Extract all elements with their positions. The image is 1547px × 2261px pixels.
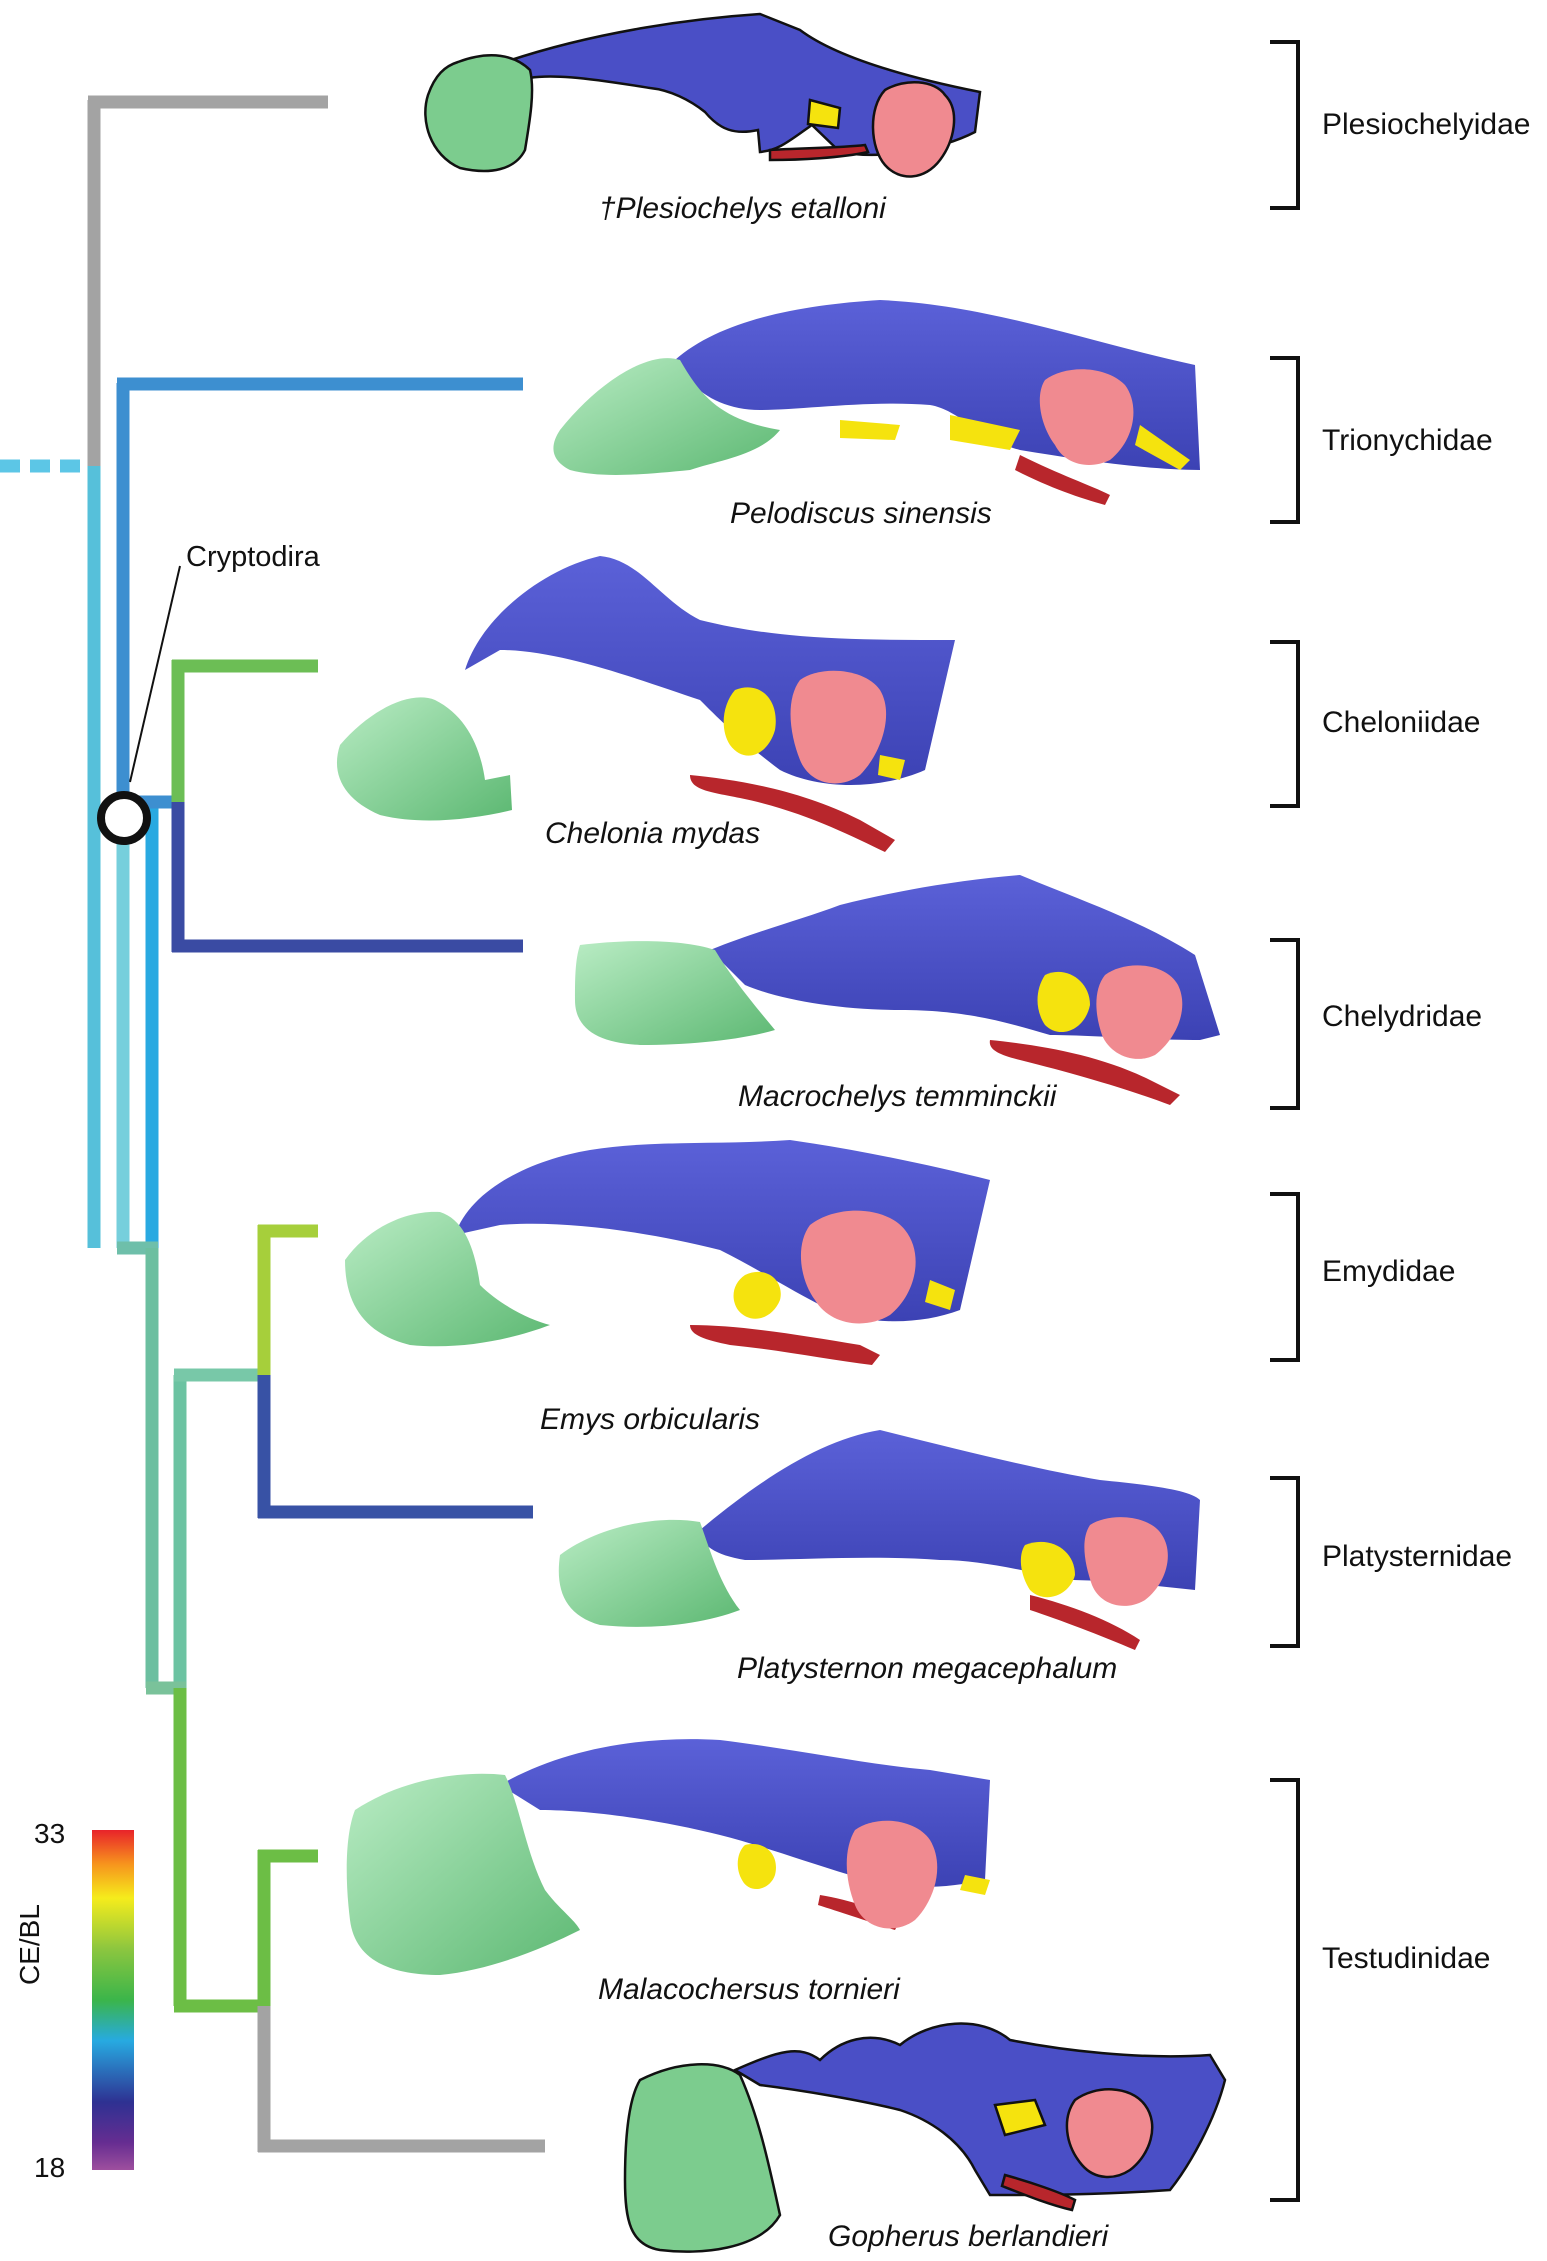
- inner-ear: [1084, 1517, 1168, 1606]
- family-label-platysternidae: Platysternidae: [1322, 1540, 1513, 1573]
- artery: [1030, 1595, 1140, 1650]
- nerve: [993, 2098, 1047, 2137]
- brain-endocast: [465, 556, 955, 785]
- artery: [989, 1040, 1180, 1105]
- cryptodira-node-icon: [97, 791, 151, 845]
- bracket-cheloniidae: [1270, 640, 1300, 808]
- phylogenetic-tree: [0, 95, 545, 2153]
- nasal-cavity: [345, 1211, 550, 1347]
- brain-endocast: [710, 875, 1220, 1040]
- specimen-malacochersus: [346, 1739, 990, 1975]
- specimen-emys: [345, 1140, 990, 1365]
- nasal-cavity: [558, 1519, 740, 1627]
- family-label-cheloniidae: Cheloniidae: [1322, 706, 1481, 739]
- species-label-pelodiscus: Pelodiscus sinensis: [730, 497, 992, 530]
- color-scale: [92, 1830, 134, 2170]
- inner-ear: [871, 80, 956, 178]
- species-label-emys: Emys orbicularis: [540, 1403, 761, 1436]
- family-label-plesiochelyidae: Plesiochelyidae: [1322, 108, 1531, 141]
- cryptodira-label: Cryptodira: [186, 541, 320, 573]
- species-label-gopherus: Gopherus berlandieri: [828, 2220, 1109, 2253]
- artery: [1000, 2173, 1077, 2212]
- family-brackets: [1270, 40, 1300, 2202]
- scale-min-label: 18: [34, 2152, 66, 2183]
- nasal-cavity: [336, 697, 512, 821]
- family-label-testudinidae: Testudinidae: [1322, 1942, 1491, 1975]
- nerve: [1037, 971, 1090, 1033]
- artery: [1015, 455, 1110, 505]
- artery: [690, 775, 895, 852]
- species-label-platysternon: Platysternon megacephalum: [737, 1652, 1118, 1685]
- nasal-cavity: [623, 2063, 782, 2253]
- inner-ear: [846, 1820, 938, 1929]
- inner-ear: [800, 1210, 916, 1324]
- bracket-chelydridae: [1270, 938, 1300, 1110]
- nasal-cavity: [346, 1773, 580, 1975]
- color-scale-bar: [92, 1830, 134, 2170]
- nasal-cavity: [424, 54, 534, 173]
- brain-endocast: [455, 1140, 990, 1322]
- nerve: [723, 687, 905, 780]
- brain-endocast: [700, 1430, 1200, 1590]
- family-label-chelydridae: Chelydridae: [1322, 1000, 1483, 1033]
- specimen-macrochelys: [575, 875, 1220, 1105]
- specimen-chelonia: [336, 556, 955, 852]
- species-label-macrochelys: Macrochelys temminckii: [738, 1080, 1057, 1113]
- specimen-plesiochelys: [424, 12, 982, 178]
- bracket-emydidae: [1270, 1192, 1300, 1362]
- nerve: [737, 1844, 990, 1895]
- nasal-cavity: [575, 941, 775, 1045]
- family-label-trionychidae: Trionychidae: [1322, 424, 1493, 457]
- node-pointer-line: [129, 565, 181, 783]
- species-label-malacochersus: Malacochersus tornieri: [598, 1973, 900, 2006]
- family-label-emydidae: Emydidae: [1322, 1255, 1456, 1288]
- brain-endocast: [732, 2022, 1227, 2197]
- inner-ear: [790, 670, 887, 784]
- scale-max-label: 33: [34, 1818, 66, 1849]
- bracket-platysternidae: [1270, 1476, 1300, 1648]
- nerve: [1020, 1541, 1075, 1598]
- artery: [768, 143, 870, 162]
- species-label-plesiochelys: †Plesiochelys etalloni: [599, 192, 886, 225]
- species-label-chelonia: Chelonia mydas: [545, 817, 761, 850]
- bracket-plesiochelyidae: [1270, 40, 1300, 210]
- artery: [690, 1325, 880, 1365]
- inner-ear: [1039, 369, 1134, 465]
- inner-ear: [1065, 2088, 1154, 2179]
- nerve: [806, 98, 842, 130]
- nerve: [733, 1271, 955, 1319]
- nasal-cavity: [553, 358, 780, 475]
- bracket-trionychidae: [1270, 356, 1300, 524]
- scale-axis-label: CE/BL: [14, 1904, 45, 1985]
- specimen-platysternon: [558, 1430, 1200, 1650]
- inner-ear: [1096, 965, 1183, 1059]
- specimen-gopherus: [623, 2022, 1227, 2253]
- bracket-testudinidae: [1270, 1778, 1300, 2202]
- specimen-pelodiscus: [553, 300, 1200, 505]
